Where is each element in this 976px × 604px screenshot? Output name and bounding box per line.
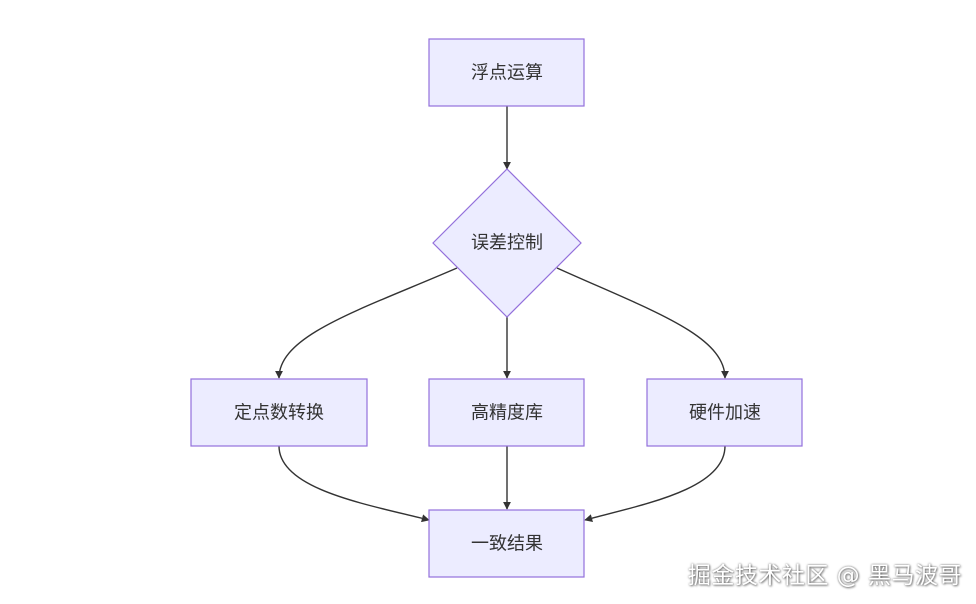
edge-error-to-fixed-point xyxy=(275,267,458,379)
edge-hw-accel-to-result xyxy=(584,445,726,522)
node-high-precision-label: 高精度库 xyxy=(471,403,543,424)
node-fixed-point: 定点数转换 xyxy=(190,378,368,447)
node-hw-accel-label: 硬件加速 xyxy=(689,403,761,424)
node-fixed-point-label: 定点数转换 xyxy=(234,403,324,424)
node-consistent-result-label: 一致结果 xyxy=(471,534,543,555)
watermark: 掘金技术社区 @ 黑马波哥 xyxy=(687,563,962,589)
node-hw-accel: 硬件加速 xyxy=(646,378,803,447)
edge-error-to-hw-accel xyxy=(556,267,729,379)
node-error-control: 误差控制 xyxy=(432,168,582,318)
node-high-precision: 高精度库 xyxy=(428,378,585,447)
node-error-control-label: 误差控制 xyxy=(471,233,543,254)
node-float-ops: 浮点运算 xyxy=(428,38,585,107)
node-float-ops-label: 浮点运算 xyxy=(471,63,543,84)
edge-fixed-point-to-result xyxy=(278,445,430,523)
node-consistent-result: 一致结果 xyxy=(428,509,585,578)
